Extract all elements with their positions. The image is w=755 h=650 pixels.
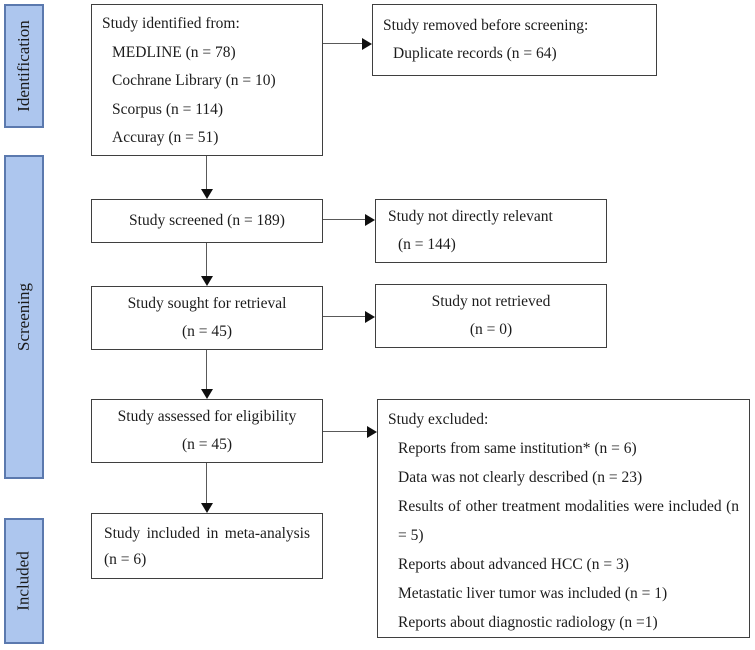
box-title: Study assessed for eligibility (117, 408, 297, 425)
box-study-screened: Study screened (n = 189) (91, 199, 323, 243)
arrow-shaft (323, 43, 364, 44)
box-title: Study excluded: (388, 411, 489, 428)
box-study-assessed: Study assessed for eligibility (n = 45) (91, 399, 323, 463)
stage-bar-screening: Screening (4, 155, 44, 479)
arrow-shaft (323, 431, 369, 432)
box-title: Study not retrieved (431, 293, 551, 310)
box-title: Study not directly relevant (388, 208, 553, 225)
box-item: Reports about diagnostic radiology (n =1… (398, 614, 658, 631)
box-item: Cochrane Library (n = 10) (112, 72, 276, 89)
arrow-head-right-icon (367, 426, 377, 438)
arrow-head-down-icon (201, 276, 213, 286)
box-item: Accuray (n = 51) (112, 129, 219, 146)
arrow-head-right-icon (365, 214, 375, 226)
arrow-identified-to-screened (201, 156, 213, 199)
stage-label-identification: Identification (14, 20, 34, 112)
box-title: Study included in meta-analysis (n = 6) (104, 525, 310, 568)
box-not-retrieved: Study not retrieved (n = 0) (375, 284, 607, 348)
box-item: Data was not clearly described (n = 23) (398, 469, 643, 486)
box-item: MEDLINE (n = 78) (112, 43, 236, 61)
arrow-shaft (206, 463, 207, 505)
stage-bar-identification: Identification (4, 4, 44, 128)
stage-label-included: Included (14, 551, 34, 611)
box-item: Metastatic liver tumor was included (n =… (398, 585, 668, 602)
arrow-head-down-icon (201, 503, 213, 513)
arrow-shaft (323, 219, 367, 220)
arrow-sought-to-assessed (201, 350, 213, 399)
arrow-head-down-icon (201, 189, 213, 199)
stage-label-screening: Screening (14, 283, 34, 351)
arrow-assessed-to-excluded (323, 426, 377, 438)
box-item: Scorpus (n = 114) (112, 100, 224, 118)
box-study-excluded: Study excluded: Reports from same instit… (377, 399, 750, 638)
box-title: Study removed before screening: (383, 17, 589, 34)
box-study-sought: Study sought for retrieval (n = 45) (91, 286, 323, 350)
box-title: Study screened (n = 189) (129, 212, 285, 229)
arrow-head-right-icon (362, 38, 372, 50)
arrow-shaft (323, 316, 367, 317)
arrow-shaft (206, 243, 207, 278)
box-item: Duplicate records (n = 64) (393, 45, 557, 62)
box-count: (n = 144) (398, 236, 456, 253)
stage-bar-included: Included (4, 518, 44, 644)
arrow-shaft (206, 156, 207, 191)
arrow-head-down-icon (201, 389, 213, 399)
box-count: (n = 45) (181, 436, 233, 453)
box-study-included: Study included in meta-analysis (n = 6) (91, 513, 323, 579)
box-count: (n = 0) (469, 321, 513, 338)
box-item: Reports from same institution* (n = 6) (398, 440, 637, 457)
arrow-identified-to-removed (323, 38, 372, 50)
box-count: (n = 45) (181, 323, 233, 340)
arrow-assessed-to-included (201, 463, 213, 513)
box-item: Results of other treatment modalities we… (398, 498, 739, 544)
box-not-relevant: Study not directly relevant (n = 144) (375, 199, 607, 263)
arrow-shaft (206, 350, 207, 391)
arrow-sought-to-not-retrieved (323, 311, 375, 323)
arrow-screened-to-not-relevant (323, 214, 375, 226)
box-title: Study identified from: (102, 15, 240, 32)
arrow-screened-to-sought (201, 243, 213, 286)
box-item: Reports about advanced HCC (n = 3) (398, 556, 629, 573)
box-title: Study sought for retrieval (127, 295, 287, 312)
box-study-removed: Study removed before screening: Duplicat… (372, 4, 657, 76)
arrow-head-right-icon (365, 311, 375, 323)
box-study-identified: Study identified from: MEDLINE (n = 78) … (91, 4, 323, 156)
